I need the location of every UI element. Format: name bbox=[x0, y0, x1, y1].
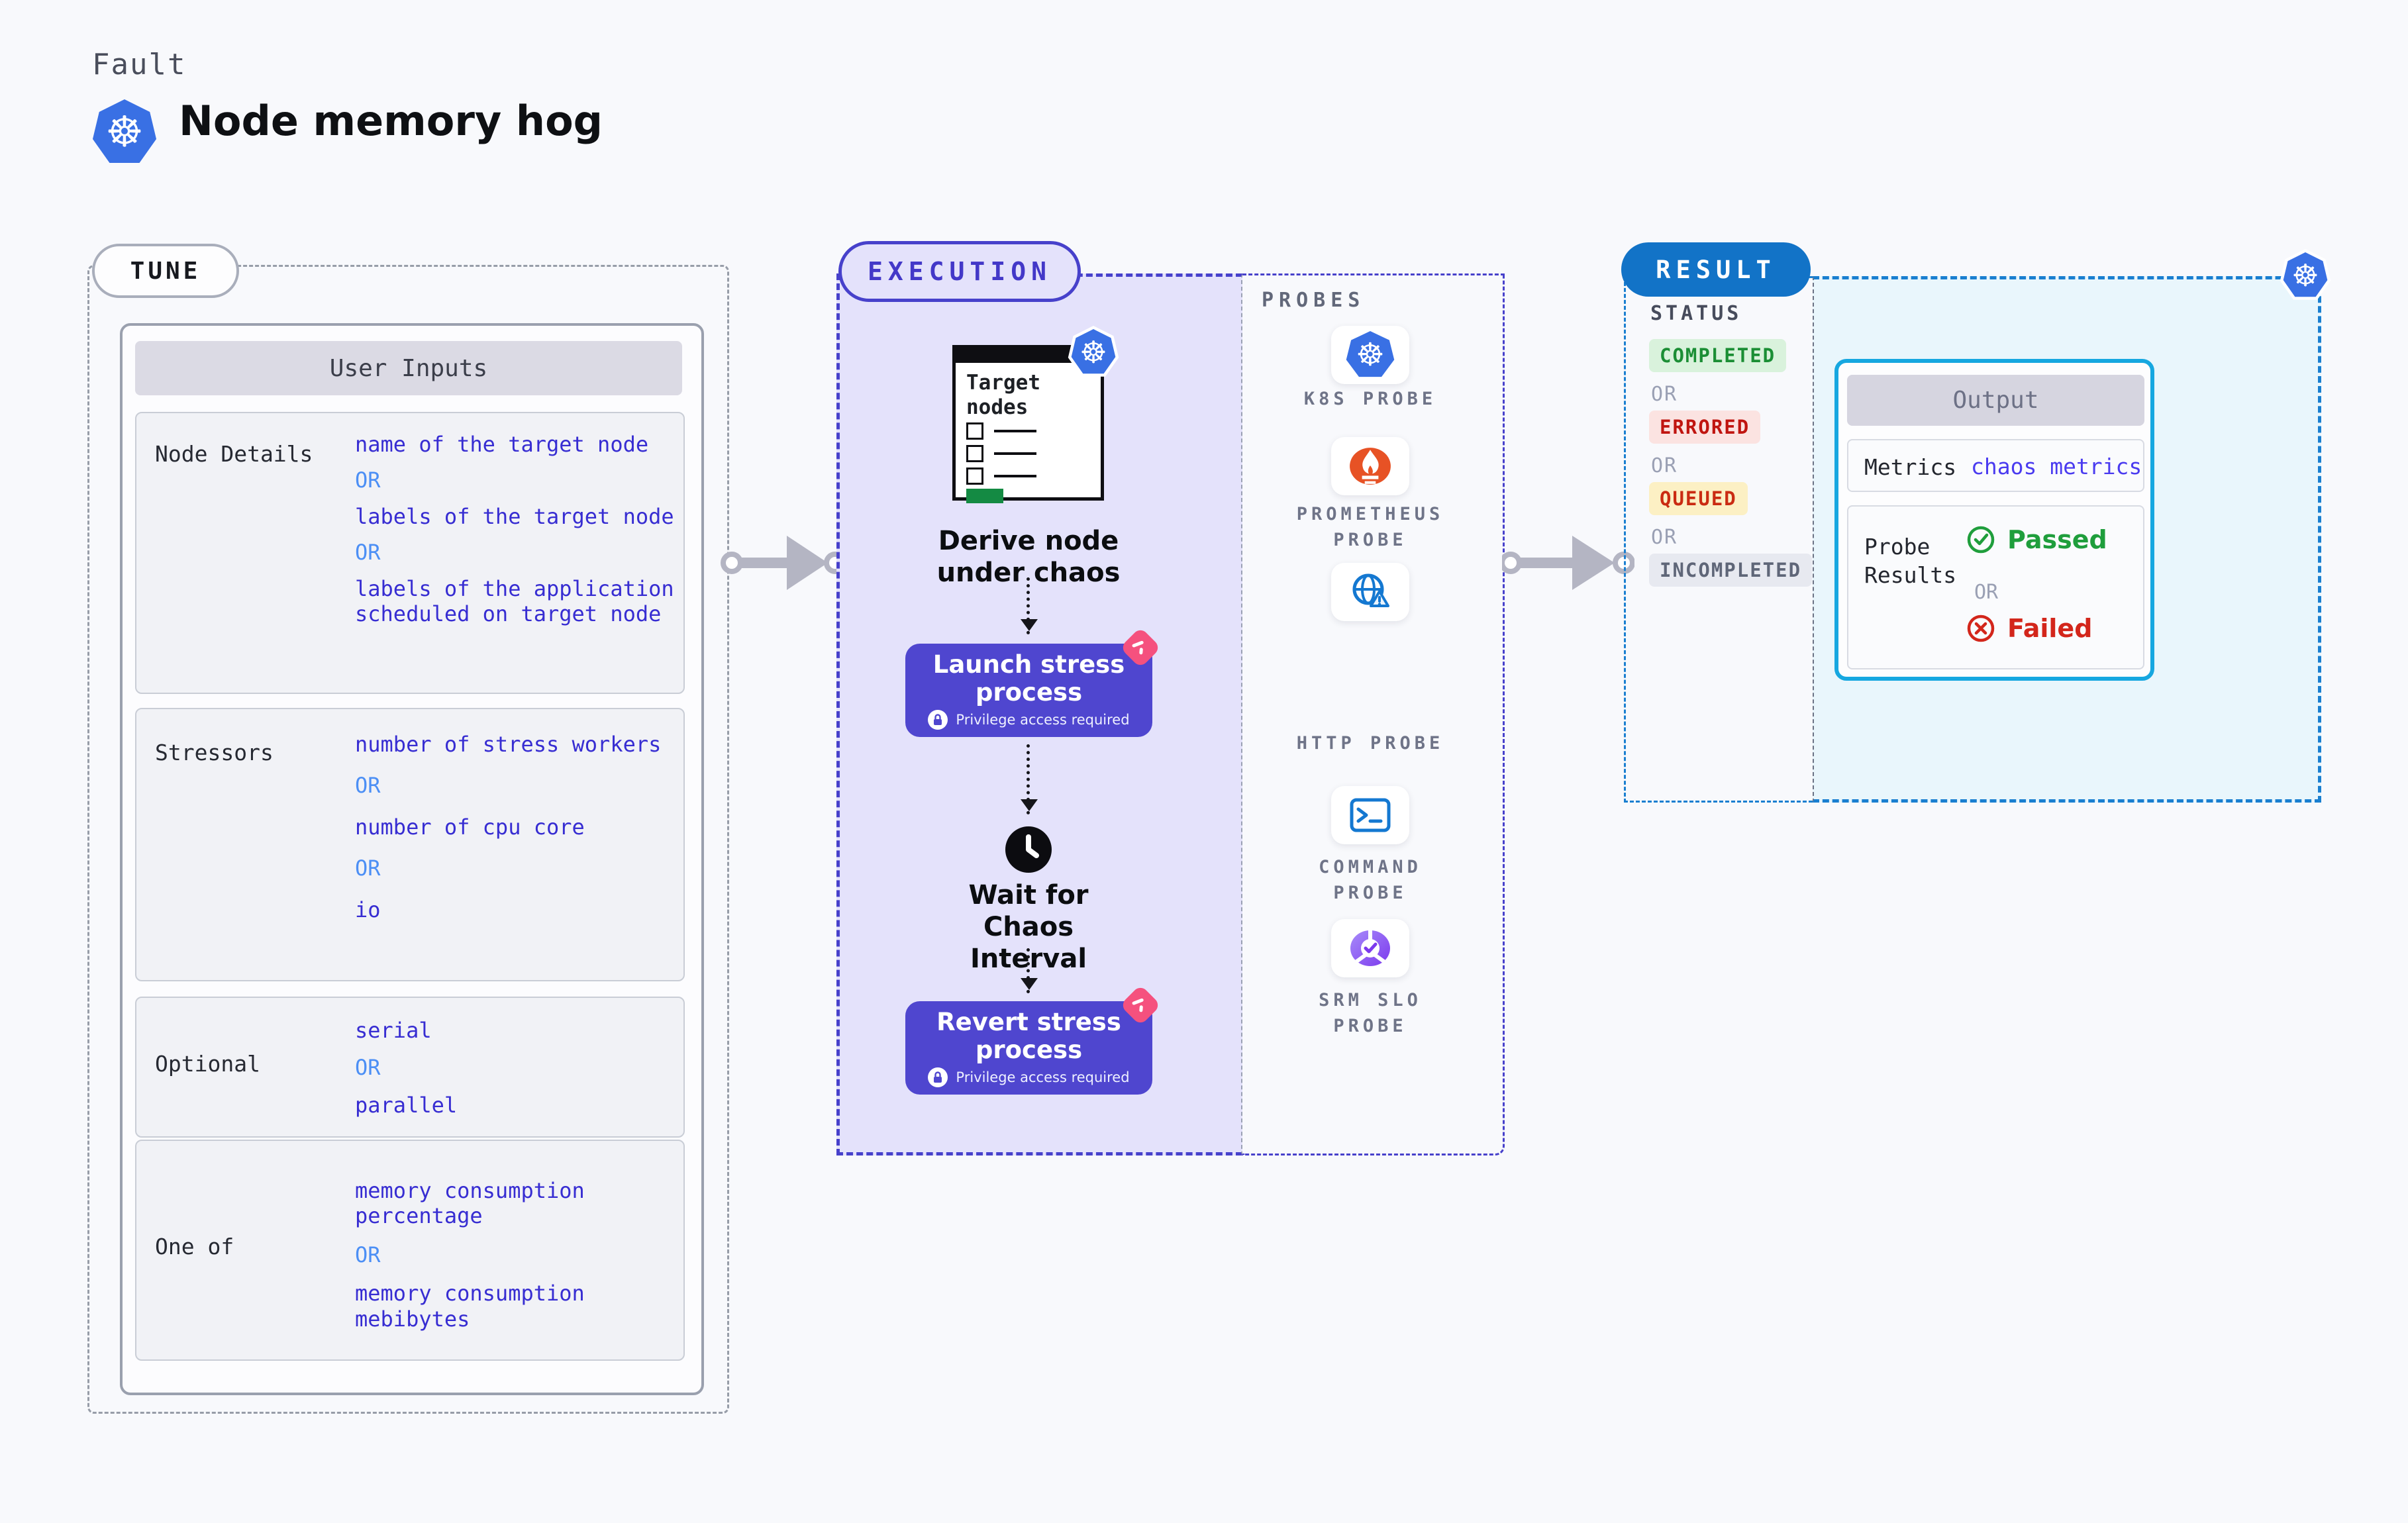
green-progress-bar bbox=[966, 489, 1003, 503]
node-check-item bbox=[966, 422, 1036, 440]
kubernetes-icon: ☸ bbox=[2280, 249, 2331, 300]
tune-badge: TUNE bbox=[92, 244, 239, 298]
or-separator: OR bbox=[355, 1242, 381, 1267]
k8s-probe-icon: ☸ bbox=[1331, 326, 1409, 384]
metrics-label: Metrics bbox=[1864, 454, 1957, 480]
status-badge-errored: ERRORED bbox=[1649, 411, 1761, 444]
probe-label: HTTP PROBE bbox=[1296, 733, 1444, 754]
privilege-note: Privilege access required bbox=[956, 1069, 1130, 1085]
input-row-optional: Optional serial OR parallel bbox=[135, 997, 685, 1138]
or-separator: OR bbox=[355, 773, 381, 799]
failed-result: Failed bbox=[1966, 614, 2092, 643]
node-check-item bbox=[966, 445, 1036, 462]
or-separator: OR bbox=[1651, 454, 1678, 477]
row-label: Optional bbox=[155, 1051, 260, 1077]
or-separator: OR bbox=[1974, 581, 1999, 604]
fault-kicker: Fault bbox=[92, 48, 187, 81]
row-label: Node Details bbox=[155, 441, 313, 467]
kubernetes-glyph: ☸ bbox=[105, 108, 144, 157]
status-badge-completed: COMPLETED bbox=[1649, 339, 1787, 372]
input-value: number of stress workers bbox=[355, 732, 662, 757]
launch-stress-process-node: Launch stress process Privilege access r… bbox=[905, 626, 1162, 737]
row-label: Stressors bbox=[155, 740, 274, 765]
input-value: labels of the application scheduled on t… bbox=[355, 575, 674, 626]
status-badge-incompleted: INCOMPLETED bbox=[1649, 554, 1813, 587]
target-card-titlebar bbox=[956, 348, 1101, 363]
revert-stress-process-node: Revert stress process Privilege access r… bbox=[905, 984, 1162, 1095]
probe-label: PROMETHEUS PROBE bbox=[1296, 504, 1444, 551]
probe-results-row: Probe Results Passed OR Failed bbox=[1847, 505, 2144, 669]
or-separator: OR bbox=[355, 540, 381, 565]
output-header: Output bbox=[1847, 375, 2144, 426]
kubernetes-icon: ☸ bbox=[1068, 326, 1119, 377]
tune-section-box bbox=[87, 265, 729, 1414]
metrics-value: chaos metrics bbox=[1971, 454, 2142, 479]
output-card: Output Metrics chaos metrics Probe Resul… bbox=[1834, 359, 2154, 681]
flow-arrow-tune-to-execution bbox=[721, 536, 846, 590]
lock-icon bbox=[928, 1067, 948, 1087]
or-separator: OR bbox=[1651, 526, 1678, 549]
input-value: memory consumption mebibytes bbox=[355, 1281, 585, 1332]
http-probe-icon bbox=[1331, 563, 1409, 621]
launch-stress-label: Launch stress process bbox=[932, 650, 1125, 707]
or-separator: OR bbox=[355, 467, 381, 493]
target-nodes-card: Target nodes bbox=[952, 345, 1104, 503]
or-separator: OR bbox=[1651, 383, 1678, 406]
status-title: STATUS bbox=[1650, 302, 1742, 325]
probe-label: SRM SLO PROBE bbox=[1319, 990, 1422, 1037]
node-check-item bbox=[966, 467, 1036, 485]
command-probe-icon bbox=[1331, 786, 1409, 844]
execution-badge: EXECUTION bbox=[838, 241, 1081, 302]
flow-connector bbox=[1021, 948, 1038, 993]
metrics-row: Metrics chaos metrics bbox=[1847, 439, 2144, 492]
input-value: memory consumption percentage bbox=[355, 1178, 585, 1229]
input-value: name of the target node bbox=[355, 432, 649, 457]
input-value: serial bbox=[355, 1018, 432, 1043]
or-separator: OR bbox=[355, 856, 381, 881]
flow-connector bbox=[1021, 744, 1038, 814]
check-circle-icon bbox=[1967, 526, 1995, 554]
clock-icon bbox=[1005, 826, 1052, 873]
input-value: number of cpu core bbox=[355, 814, 585, 840]
input-row-stressors: Stressors number of stress workers OR nu… bbox=[135, 708, 685, 981]
prometheus-probe-icon bbox=[1331, 437, 1409, 495]
flow-arrow-execution-to-result bbox=[1502, 536, 1634, 590]
srm-slo-probe-icon bbox=[1331, 919, 1409, 977]
user-inputs-header: User Inputs bbox=[135, 341, 682, 395]
input-row-one-of: One of memory consumption percentage OR … bbox=[135, 1140, 685, 1361]
probes-title: PROBES bbox=[1262, 289, 1366, 312]
flow-connector bbox=[1021, 577, 1038, 634]
status-badge-queued: QUEUED bbox=[1649, 482, 1748, 515]
probe-label: COMMAND PROBE bbox=[1319, 857, 1422, 904]
input-row-node-details: Node Details name of the target node OR … bbox=[135, 412, 685, 694]
input-value: io bbox=[355, 897, 381, 922]
lock-icon bbox=[928, 709, 948, 730]
wait-interval-label: Wait for Chaos Interval bbox=[968, 880, 1089, 974]
kubernetes-icon: ☸ bbox=[92, 99, 157, 163]
probes-panel bbox=[1242, 273, 1505, 1155]
privilege-note: Privilege access required bbox=[956, 711, 1130, 728]
input-value: labels of the target node bbox=[355, 503, 674, 529]
probe-label: K8S PROBE bbox=[1303, 389, 1437, 409]
result-badge: RESULT bbox=[1621, 242, 1811, 297]
probe-results-label: Probe Results bbox=[1864, 534, 1957, 588]
or-separator: OR bbox=[355, 1055, 381, 1081]
passed-result: Passed bbox=[1966, 525, 2107, 554]
target-card-title: Target nodes bbox=[966, 371, 1040, 420]
row-label: One of bbox=[155, 1234, 234, 1259]
x-circle-icon bbox=[1967, 614, 1995, 642]
revert-stress-label: Revert stress process bbox=[936, 1008, 1121, 1064]
page-title: Node memory hog bbox=[179, 97, 603, 145]
input-value: parallel bbox=[355, 1092, 458, 1118]
